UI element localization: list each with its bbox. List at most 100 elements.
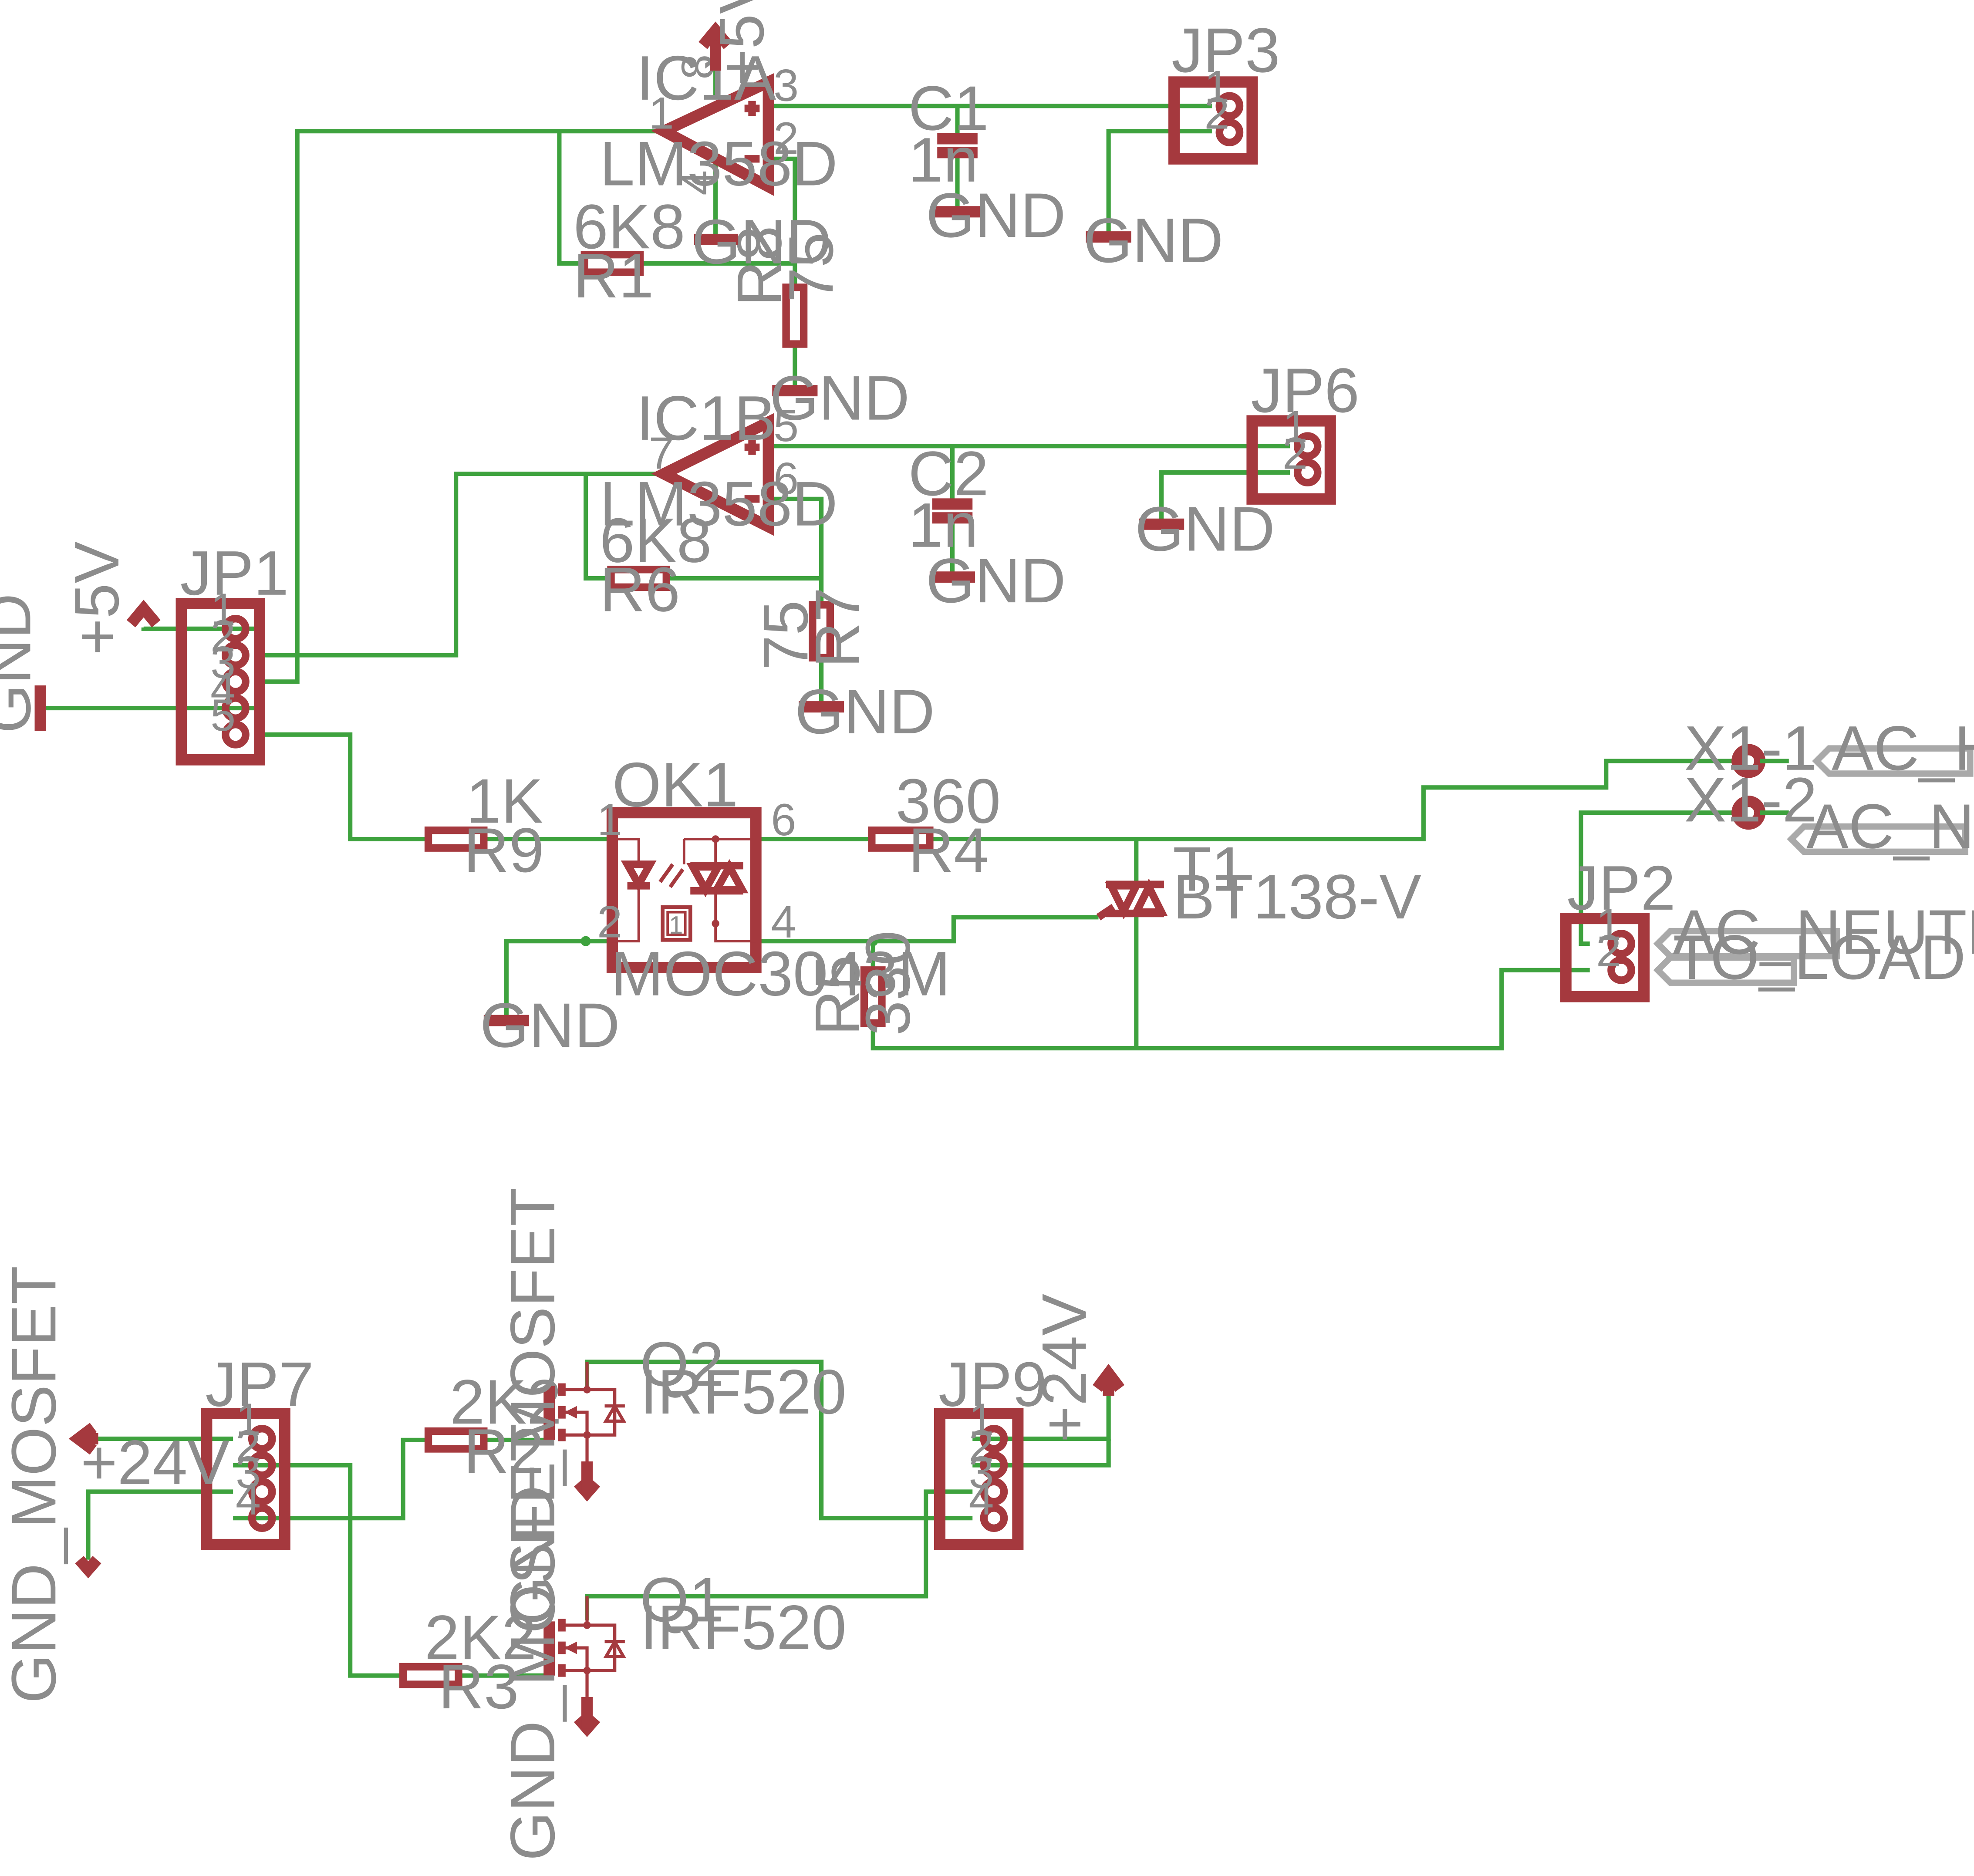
svg-text:GND: GND (1135, 493, 1275, 564)
svg-text:GND: GND (795, 676, 935, 747)
connector-jp2[interactable]: JP2 1 2 (1560, 853, 1676, 1002)
c2-name: C2 (908, 438, 989, 509)
c1-value: 1n (908, 125, 979, 195)
svg-text:4: 4 (236, 1474, 261, 1524)
r4-name: R4 (908, 815, 989, 885)
svg-text:+5V: +5V (706, 0, 777, 86)
svg-text:GND: GND (692, 206, 831, 277)
resistor-r2[interactable]: 2K2 R2 (424, 1367, 562, 1486)
r5-name: R5 (802, 955, 873, 1036)
ok1-name: OK1 (612, 749, 738, 820)
resistor-r7[interactable]: 75 R7 (750, 587, 873, 671)
ic1a-value: LM358D (600, 128, 838, 199)
svg-text:GND: GND (0, 594, 44, 733)
connector-jp7[interactable]: JP7 1 2 3 4 (201, 1349, 314, 1550)
svg-text:+24V: +24V (81, 1427, 229, 1498)
r4-value: 360 (896, 766, 1001, 836)
jp3-name: JP3 (1171, 15, 1280, 85)
ic1b-value: LM358D (600, 469, 838, 539)
ic1a-pin-neg: 2 (773, 113, 799, 164)
junction-dot (580, 936, 591, 946)
r9-value: 1K (466, 766, 543, 836)
capacitor-c2[interactable]: C2 1n (908, 438, 989, 560)
resistor-r1[interactable]: 6K8 R1 (573, 191, 685, 311)
ic1b-pin-pos: 5 (773, 401, 799, 451)
gnd-symbol-opto: GND (480, 990, 620, 1060)
svg-text:2: 2 (1596, 926, 1621, 976)
svg-text:1: 1 (236, 1394, 261, 1445)
svg-text:GND: GND (1083, 205, 1223, 276)
ic1a-pin-gnd: 4 (672, 170, 723, 196)
svg-text:+5V: +5V (61, 541, 132, 655)
svg-text:3: 3 (210, 638, 236, 688)
svg-text:2: 2 (236, 1421, 261, 1471)
svg-text:+24V: +24V (1029, 1294, 1100, 1443)
r3-name: R3 (439, 1651, 519, 1722)
connector-jp3[interactable]: JP3 1 2 (1168, 15, 1280, 165)
ic1b-opamp[interactable]: IC1B LM358D 7 5 6 (600, 383, 838, 539)
svg-text:AC_HOT: AC_HOT (1832, 713, 1974, 783)
connector-jp9[interactable]: JP9 1 2 3 4 (934, 1349, 1047, 1550)
plus24v-supply-jp9: +24V (1029, 1294, 1125, 1443)
capacitor-c1[interactable]: C1 1n (908, 73, 989, 195)
plus24v-supply-jp7: +24V (68, 1423, 229, 1498)
gnd-symbol-jp1: GND (0, 594, 46, 733)
r2-name: R2 (464, 1416, 544, 1486)
terminal-x1-1[interactable]: X1-1 (1684, 713, 1818, 783)
svg-text:AC_NEUTRAL: AC_NEUTRAL (1806, 791, 1974, 861)
connector-jp1[interactable]: JP1 1 2 3 4 5 (175, 538, 289, 766)
svg-text:GND: GND (769, 363, 909, 433)
optocoupler-ok1[interactable]: 1 OK1 MOC3043M 1 2 6 4 (597, 749, 950, 1009)
gnd-symbol-jp3: GND (1083, 205, 1223, 276)
resistor-r4[interactable]: 360 R4 (868, 766, 1001, 885)
svg-text:1: 1 (969, 1394, 994, 1445)
svg-text:GND_MOSFET: GND_MOSFET (497, 1188, 568, 1625)
c2-value: 1n (908, 490, 979, 560)
wires (40, 71, 1739, 1678)
ic1b-pin-out: 7 (649, 428, 674, 479)
triac-t1[interactable]: T1 BT138-V (1096, 834, 1421, 932)
resistor-r9[interactable]: 1K R9 (424, 766, 544, 885)
r5-value: 330 (853, 931, 923, 1036)
t1-value: BT138-V (1173, 861, 1421, 932)
gnd-symbol-c2: GND (926, 545, 1066, 616)
mosfet-q2[interactable]: Q2 IRF520 (543, 1329, 847, 1502)
junction-dot (868, 936, 878, 946)
resistor-r3[interactable]: 2K2 R3 (399, 1602, 537, 1722)
svg-text:5: 5 (210, 690, 236, 741)
ic1a-name: IC1A (636, 43, 776, 113)
jp2-name: JP2 (1567, 853, 1676, 923)
resistor-r8[interactable]: R8 75 (724, 226, 847, 348)
plus5v-supply-jp1: +5V (61, 541, 161, 655)
ic1b-name: IC1B (636, 383, 776, 453)
ic1b-pin-neg: 6 (773, 453, 799, 504)
gnd-mosfet-jp7: GND_MOSFET (0, 1266, 101, 1703)
ic1a-pin-out: 1 (649, 88, 674, 138)
svg-text:GND_MOSFET: GND_MOSFET (497, 1424, 568, 1861)
resistor-r5[interactable]: R5 330 (802, 931, 923, 1036)
r6-name: R6 (600, 554, 680, 624)
gnd-symbol-r7: GND (795, 676, 935, 747)
connector-jp6[interactable]: JP6 1 2 (1246, 355, 1360, 505)
svg-text:2: 2 (210, 611, 236, 661)
r6-value: 6K8 (600, 505, 712, 576)
svg-text:6: 6 (771, 795, 796, 845)
q2-value: IRF520 (640, 1356, 847, 1427)
resistor-r6[interactable]: 6K8 R6 (600, 505, 712, 625)
net-label-ac-neutral-top: AC_NEUTRAL (1787, 791, 1974, 861)
mosfet-q1[interactable]: Q1 IRF520 (543, 1564, 847, 1737)
r7-name: R7 (802, 587, 873, 668)
terminal-x1-2[interactable]: X1-2 (1684, 764, 1818, 835)
r2-value: 2K2 (450, 1367, 562, 1437)
q1-value: IRF520 (640, 1592, 847, 1663)
svg-text:GND_MOSFET: GND_MOSFET (0, 1266, 69, 1703)
svg-text:1: 1 (1596, 899, 1621, 950)
jp7-name: JP7 (206, 1349, 314, 1420)
jp6-name: JP6 (1251, 355, 1360, 425)
c1-name: C1 (908, 73, 989, 143)
gnd-symbol-jp6: GND (1135, 493, 1275, 564)
jp9-name: JP9 (938, 1349, 1047, 1420)
svg-text:2: 2 (597, 897, 622, 948)
net-label-ac-hot: AC_HOT (1812, 713, 1974, 783)
